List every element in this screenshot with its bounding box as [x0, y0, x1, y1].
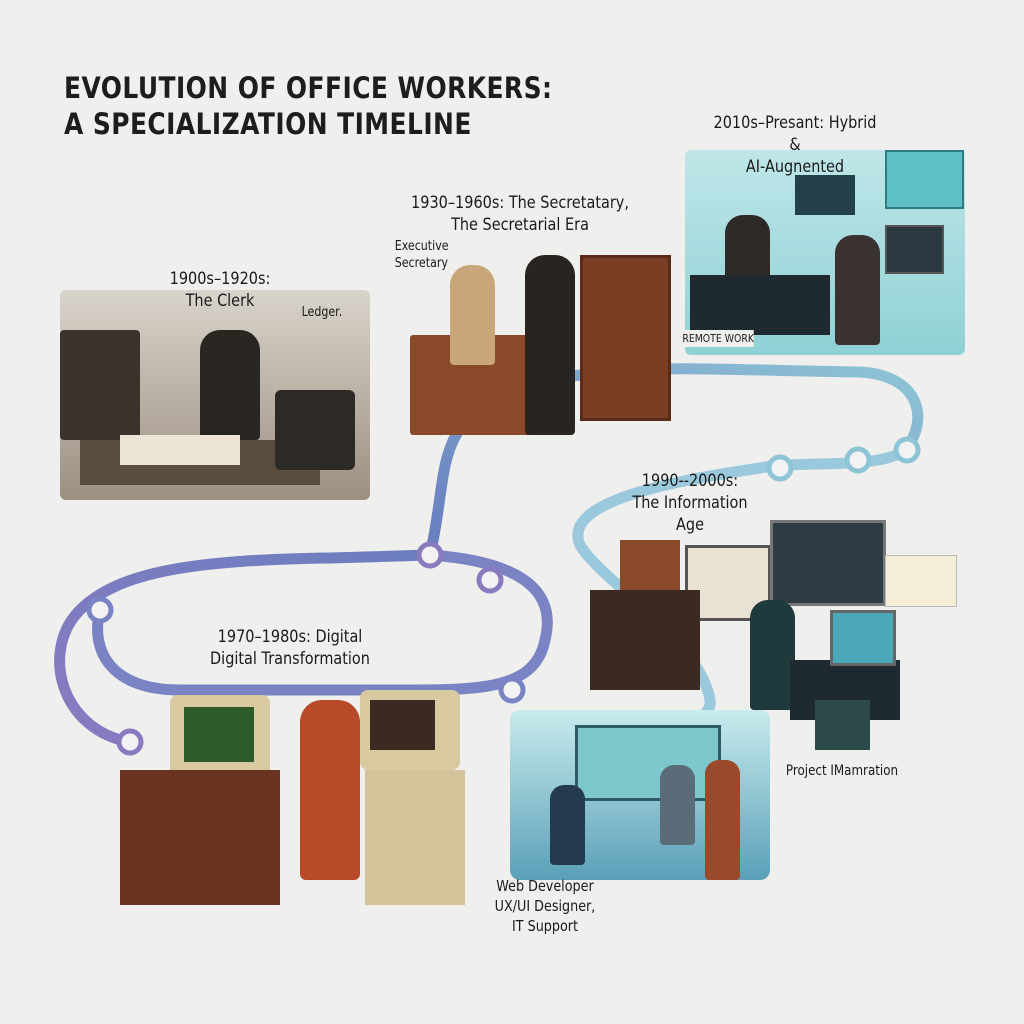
digital-transformation-illustration: [120, 660, 470, 905]
page-title: EVOLUTION OF OFFICE WORKERS: A SPECIALIZ…: [64, 70, 552, 142]
hybrid-ai-illustration: [685, 150, 965, 355]
timeline-lower-path: [92, 549, 553, 696]
era-1970s-label: 1970–1980s: Digital Digital Transformati…: [197, 626, 384, 670]
tech-team-illustration: [510, 710, 770, 880]
monitor: [830, 610, 896, 666]
clerk-illustration: [60, 290, 370, 500]
server-box: [815, 700, 870, 750]
crt-computer: [170, 695, 270, 780]
era-title: Digital Transformation: [210, 649, 370, 669]
annotation-line: Secretary: [394, 256, 448, 271]
title-line-2: A SPECIALIZATION TIMELINE: [64, 107, 472, 141]
era-title: The Secretarial Era: [451, 215, 589, 235]
annotation-line: Executive: [394, 239, 449, 254]
role: IT Support: [511, 917, 579, 935]
manager-figure: [705, 760, 740, 880]
project-annotation: Project IMamration: [785, 763, 899, 779]
filing-cabinet: [365, 770, 465, 905]
screen: [795, 175, 855, 215]
monitor: [770, 520, 886, 606]
era-title: AI-Augnented: [745, 157, 845, 177]
wooden-desk: [120, 770, 280, 905]
plaid-shirt-worker: [300, 700, 360, 880]
clerk-figure: [200, 330, 260, 440]
modern-roles-label: Web Developer UX/UI Designer, IT Support: [490, 876, 601, 936]
secretary-illustration: [410, 255, 671, 440]
typewriter: [275, 390, 355, 470]
era-title: The Information Age: [632, 493, 748, 535]
executive-figure: [525, 255, 575, 435]
large-display: [575, 725, 721, 801]
timeline-node: [416, 541, 444, 569]
green-screen: [184, 707, 254, 762]
screen: [885, 150, 964, 209]
era-date: 1930–1960s: The Secretatary,: [411, 193, 629, 213]
robot-figure: [660, 765, 695, 845]
era-title: The Clerk: [185, 291, 255, 311]
timeline-upper-path: [54, 363, 924, 748]
role: UX/UI Designer,: [494, 897, 596, 915]
era-date: 2010s–Presant: Hybrid &: [713, 113, 877, 155]
timeline-node: [476, 566, 504, 594]
screen: [620, 540, 680, 590]
secretary-figure: [450, 265, 495, 365]
timeline-node: [766, 454, 794, 482]
timeline-node: [116, 728, 144, 756]
timeline-node: [86, 596, 114, 624]
telegraph-machine: [60, 330, 140, 440]
timeline-node: [844, 446, 872, 474]
executive-secretary-annotation: Executive Secretary: [395, 238, 449, 272]
ledger-book: [120, 435, 240, 465]
title-line-1: EVOLUTION OF OFFICE WORKERS:: [64, 71, 553, 105]
remote-work-annotation: REMOTE WORK: [682, 330, 754, 347]
monitor: [885, 225, 944, 274]
speech-bubble: [885, 555, 957, 607]
code-screen: [370, 700, 435, 750]
code-screen: [590, 590, 700, 690]
era-1900s-label: 1900s–1920s: The Clerk: [135, 268, 305, 312]
era-date: 1900s–1920s:: [169, 269, 271, 289]
role: Web Developer: [496, 877, 594, 895]
era-date: 1970–1980s: Digital: [217, 627, 363, 647]
era-date: 1990--2000s:: [641, 471, 739, 491]
worker-figure: [750, 600, 795, 710]
timeline-node: [498, 676, 526, 704]
era-1930s-label: 1930–1960s: The Secretatary, The Secreta…: [405, 192, 635, 236]
era-2010s-label: 2010s–Presant: Hybrid & AI-Augnented: [706, 112, 885, 178]
era-1990s-label: 1990--2000s: The Information Age: [622, 470, 758, 536]
desk: [690, 275, 830, 335]
crt-computer: [360, 690, 460, 770]
developer-figure: [550, 785, 585, 865]
bookshelf: [580, 255, 671, 421]
information-age-illustration: [580, 520, 960, 750]
worker-figure: [835, 235, 880, 345]
timeline-node: [893, 436, 921, 464]
ledger-annotation: Ledger.: [301, 305, 343, 320]
